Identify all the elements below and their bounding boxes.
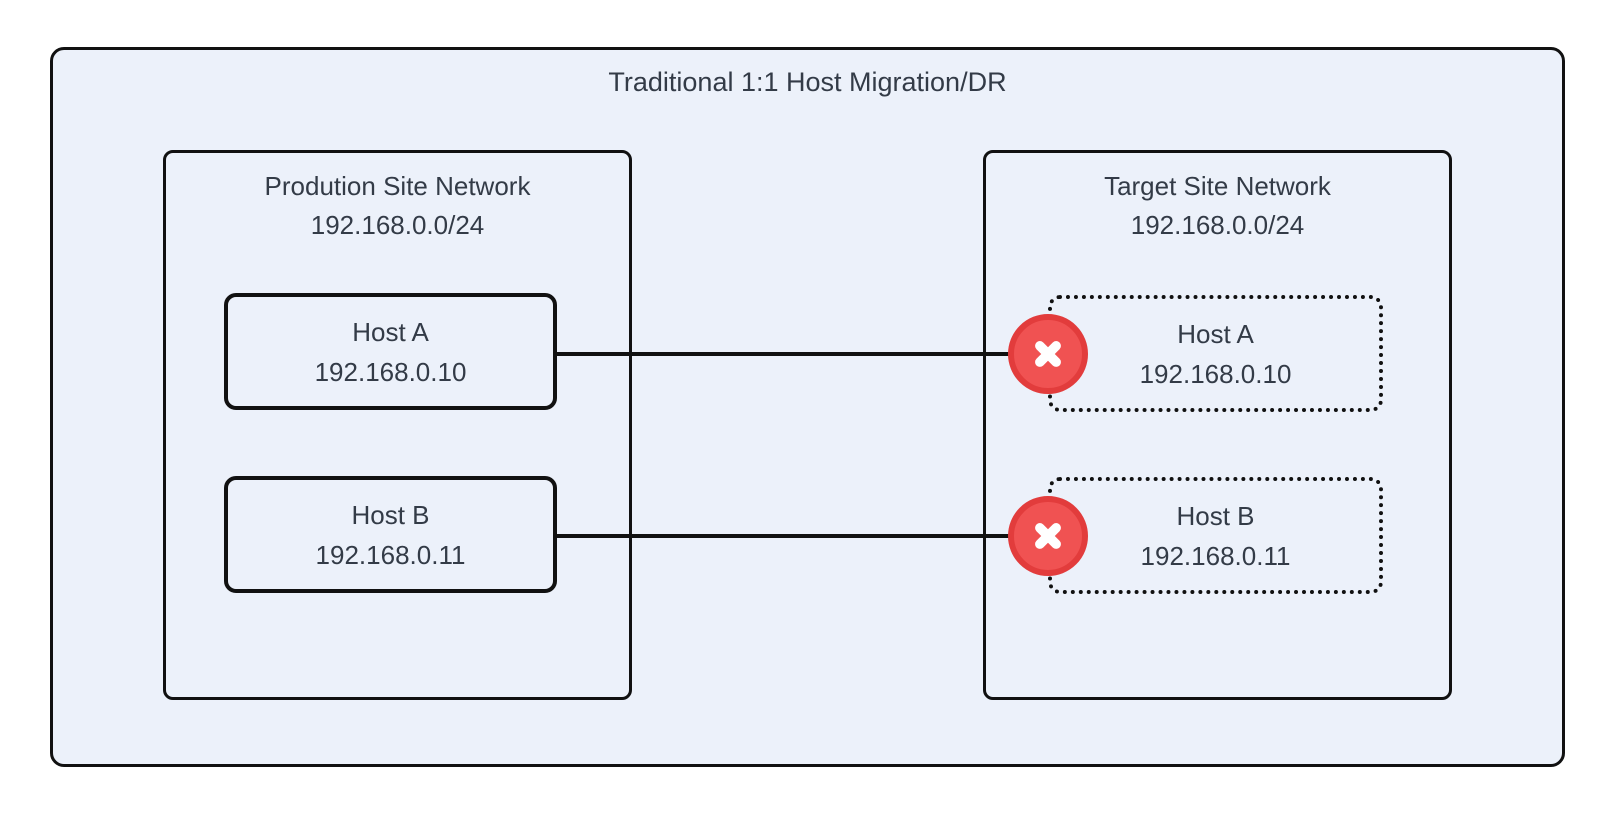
production-host-b-ip: 192.168.0.11	[315, 539, 466, 570]
production-network-header: Prodution Site Network 192.168.0.0/24	[166, 167, 629, 245]
production-host-a-box: Host A 192.168.0.10	[224, 293, 557, 410]
target-host-a-name: Host A	[1177, 318, 1254, 349]
target-host-a-box: Host A 192.168.0.10	[1048, 295, 1383, 412]
target-host-b-box: Host B 192.168.0.11	[1048, 477, 1383, 594]
connector-host-a	[557, 352, 1048, 356]
target-host-b-ip: 192.168.0.11	[1140, 540, 1291, 571]
production-host-b-box: Host B 192.168.0.11	[224, 476, 557, 593]
target-network-subnet: 192.168.0.0/24	[1130, 210, 1305, 240]
production-network-name: Prodution Site Network	[264, 171, 531, 201]
diagram-title: Traditional 1:1 Host Migration/DR	[608, 67, 1007, 97]
production-host-a-name: Host A	[352, 316, 429, 347]
production-network-box: Prodution Site Network 192.168.0.0/24	[163, 150, 632, 700]
production-network-subnet: 192.168.0.0/24	[310, 210, 485, 240]
production-host-a-ip: 192.168.0.10	[314, 356, 467, 387]
conflict-x-circle-icon	[1008, 496, 1088, 576]
conflict-x-circle-icon	[1008, 314, 1088, 394]
target-host-a-ip: 192.168.0.10	[1139, 358, 1292, 389]
target-network-box: Target Site Network 192.168.0.0/24	[983, 150, 1452, 700]
target-network-header: Target Site Network 192.168.0.0/24	[986, 167, 1449, 245]
target-network-name: Target Site Network	[1104, 171, 1331, 201]
target-host-b-name: Host B	[1176, 500, 1255, 531]
connector-host-b	[557, 534, 1048, 538]
production-host-b-name: Host B	[351, 499, 430, 530]
